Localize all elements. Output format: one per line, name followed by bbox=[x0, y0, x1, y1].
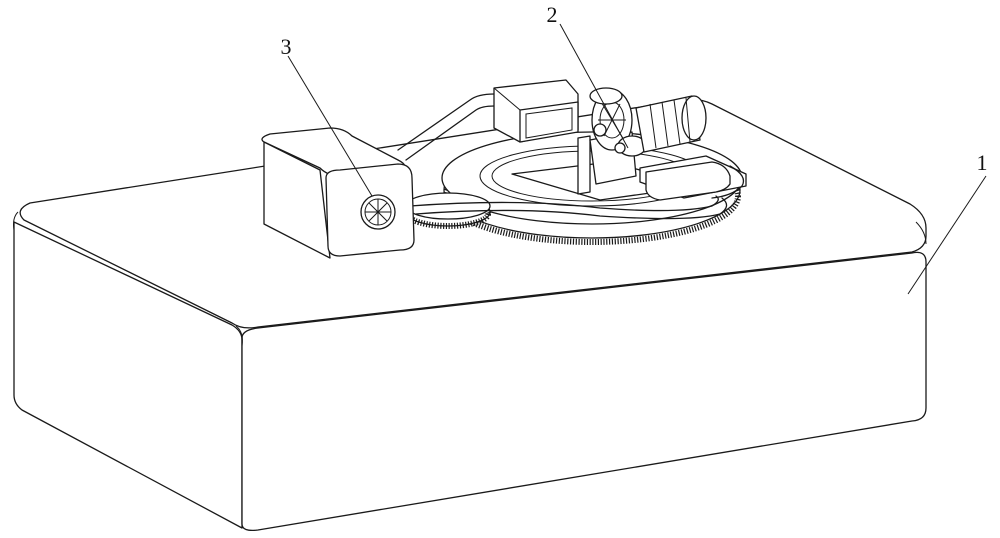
air-duct bbox=[397, 93, 745, 220]
leader-line-3 bbox=[287, 55, 373, 197]
leader-lines bbox=[287, 23, 987, 295]
cutting-assembly bbox=[577, 87, 707, 195]
base-front-face bbox=[241, 251, 927, 532]
leader-line-2 bbox=[559, 23, 629, 149]
slide-plate bbox=[511, 155, 747, 201]
fan-box bbox=[261, 127, 415, 259]
base-left-face bbox=[13, 221, 243, 529]
label-cutting-assembly: 2 bbox=[547, 2, 558, 27]
label-base: 1 bbox=[977, 150, 988, 175]
drive-gear bbox=[405, 192, 491, 229]
leader-line-1 bbox=[907, 175, 987, 295]
suction-hood bbox=[493, 79, 579, 143]
label-fan-box: 3 bbox=[281, 34, 292, 59]
